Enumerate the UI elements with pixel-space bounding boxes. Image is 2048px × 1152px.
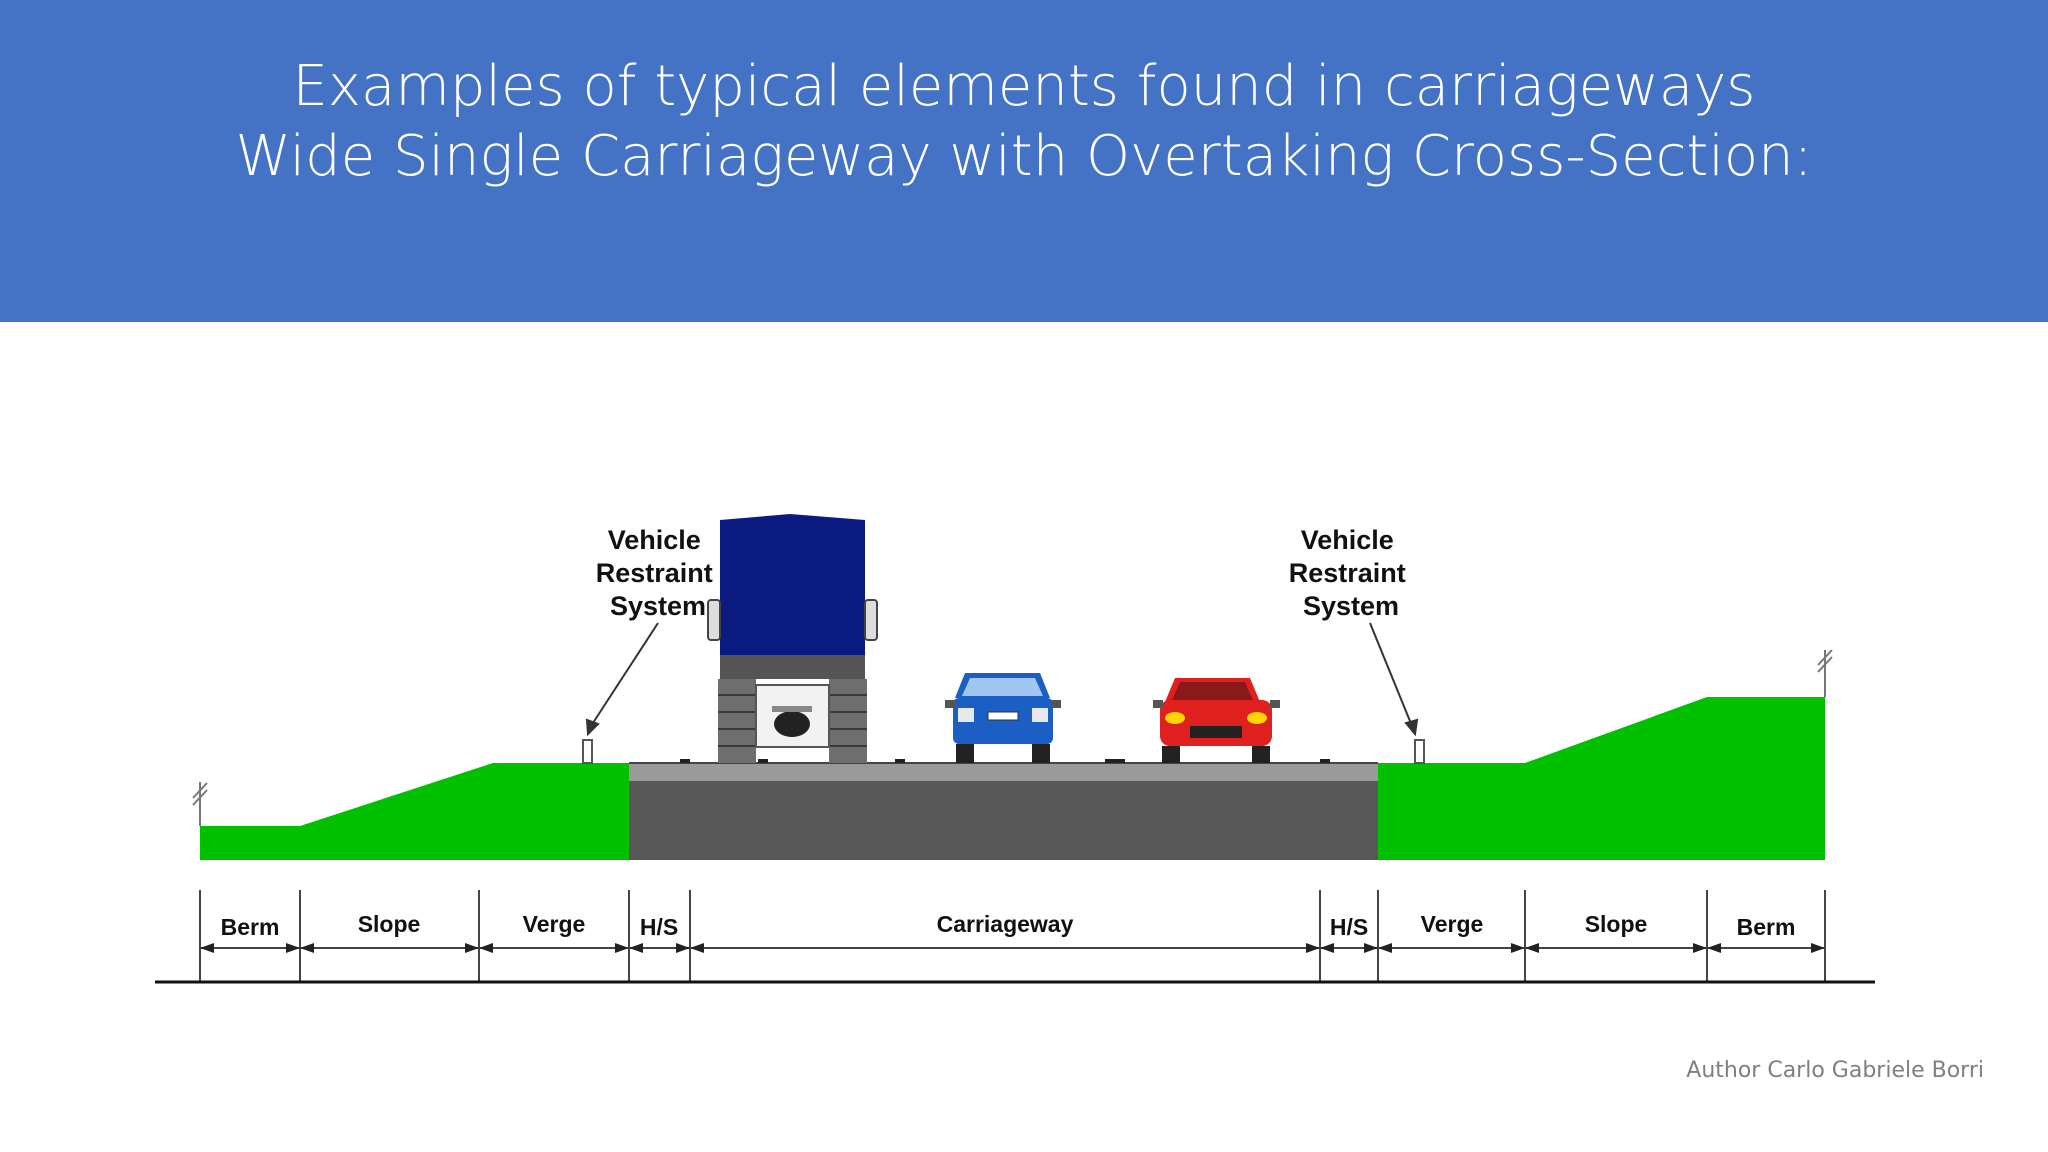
label-carriageway: Carriageway [937,911,1074,937]
callout-right-line-3: System [1303,591,1399,621]
label-slope-left: Slope [358,911,421,937]
carriageway-surface [629,763,1378,781]
blue-car [945,673,1061,763]
label-hs-left: H/S [640,914,678,940]
title-line-1: Examples of typical elements found in ca… [292,54,1756,119]
restraint-post-right [1414,739,1425,764]
survey-marker-left [192,782,208,826]
slide-header: Examples of typical elements found in ca… [0,0,2048,322]
callout-left-line-1: Vehicle [608,525,701,555]
slide-title: Examples of typical elements found in ca… [0,52,2048,192]
label-berm-right: Berm [1737,914,1796,940]
survey-marker-right [1817,649,1833,697]
red-car [1153,678,1280,763]
callout-left: Vehicle Restraint System [596,525,721,621]
label-verge-right: Verge [1421,911,1484,937]
road-studs [680,759,1330,763]
truck [707,514,878,763]
label-hs-right: H/S [1330,914,1368,940]
right-embankment [1378,697,1825,860]
callout-left-line-2: Restraint [596,558,713,588]
restraint-post-left [582,739,593,764]
label-verge-left: Verge [523,911,586,937]
callout-right-line-1: Vehicle [1301,525,1394,555]
cross-section-diagram: Vehicle Restraint System Vehicle Restrai… [155,514,1875,984]
author-credit: Author Carlo Gabriele Borri [1686,1058,1984,1083]
dimension-ticks [199,890,1826,982]
carriageway-body [629,781,1378,860]
title-line-2: Wide Single Carriageway with Overtaking … [235,124,1813,189]
label-berm-left: Berm [221,914,280,940]
leader-lines [585,622,1419,737]
callout-right-line-2: Restraint [1289,558,1406,588]
callout-left-line-3: System [610,591,706,621]
callout-right: Vehicle Restraint System [1289,525,1414,621]
label-slope-right: Slope [1585,911,1648,937]
left-embankment [200,763,629,860]
arrowheads [200,943,1825,953]
